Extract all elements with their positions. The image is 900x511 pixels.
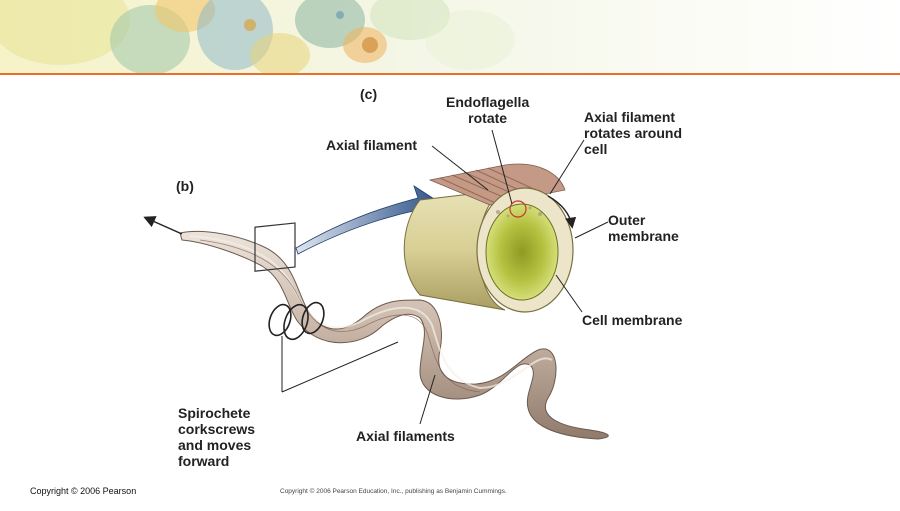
- outer-membrane-label: Outer membrane: [608, 212, 679, 244]
- panel-c-label: (c): [360, 86, 378, 102]
- axial-filament-label: Axial filament: [326, 137, 418, 153]
- corkscrew-coil-icon: [268, 301, 325, 341]
- movement-direction-arrow: [143, 216, 183, 235]
- header-banner: [0, 0, 900, 74]
- label-leader-lines: [281, 129, 609, 425]
- axial-rotation-label: Axial filament rotates around cell: [584, 109, 683, 157]
- rotation-arrow: [547, 195, 577, 229]
- spirochete-movement-label: Spirochete corkscrews and moves forward: [178, 405, 256, 469]
- spirochete-body: [179, 230, 609, 440]
- axial-filaments-label: Axial filaments: [356, 428, 455, 444]
- cell-cross-section: [403, 163, 577, 313]
- panel-b-label: (b): [176, 178, 194, 194]
- figure-credit-line: Copyright © 2006 Pearson Education, Inc.…: [280, 488, 507, 495]
- header-accent-rule: [0, 73, 900, 75]
- footer-copyright: Copyright © 2006 Pearson: [30, 486, 137, 496]
- cell-membrane-label: Cell membrane: [582, 312, 683, 328]
- endoflagella-label: Endoflagella rotate: [446, 94, 530, 126]
- zoom-region-box: [254, 222, 296, 272]
- banner-artwork: [0, 0, 900, 74]
